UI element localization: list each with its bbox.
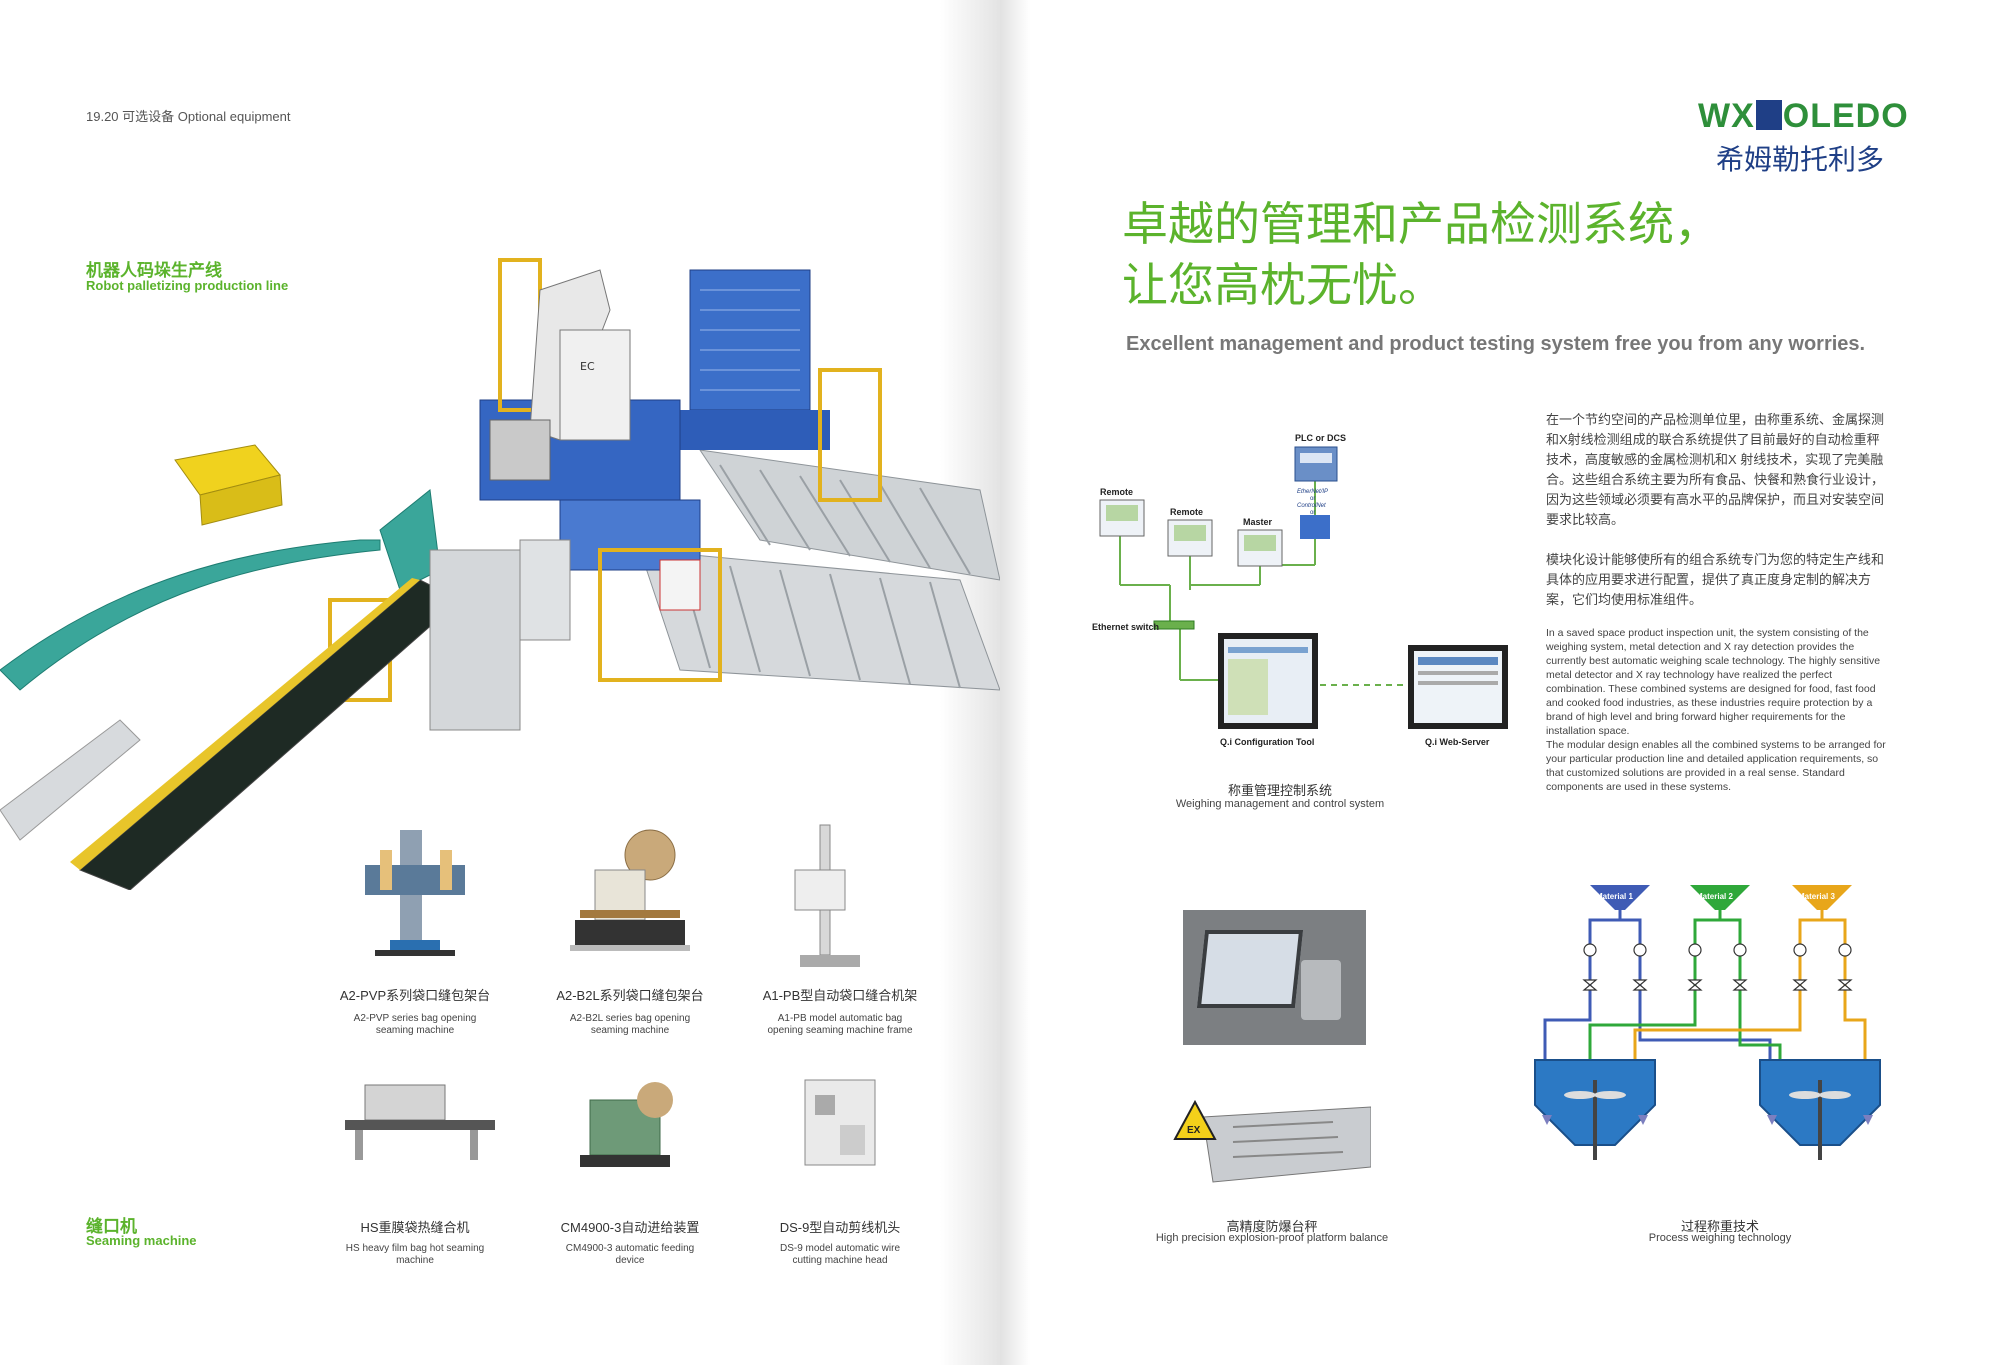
headline-line2: 让您高枕无忧。	[1122, 259, 1444, 311]
robot-title-cn: 机器人码垛生产线	[86, 261, 222, 280]
label-plc: PLC or DCS	[1295, 433, 1346, 443]
roller-conveyor	[639, 449, 1000, 691]
machine-image-cm4900	[560, 1060, 690, 1180]
machine-label-cn: HS重膜袋热缝合机	[360, 1220, 470, 1235]
machine-label-cn: A2-PVP系列袋口缝包架台	[339, 988, 491, 1003]
logo-t-icon	[1755, 100, 1782, 130]
platform-caption-en: High precision explosion-proof platform …	[1155, 1232, 1389, 1244]
diagram-caption-cn: 称重管理控制系统	[1227, 783, 1332, 798]
brand-logo: WX OLEDO 希姆勒托利多	[1698, 98, 1909, 178]
body-en-2: The modular design enables all the combi…	[1546, 739, 1886, 793]
terminal-photo	[1183, 910, 1366, 1045]
process-caption-en: Process weighing technology	[1648, 1232, 1792, 1244]
material-label: Material 3	[1798, 892, 1835, 901]
headline-en: Excellent management and product testing…	[1126, 333, 1866, 355]
network-diagram: Remote Remote Master PLC or DCS EtherNet…	[1092, 433, 1508, 747]
label-net-1: EtherNet/IP	[1297, 489, 1328, 495]
platform-caption-cn: 高精度防爆台秤	[1226, 1219, 1318, 1234]
body-en-1: In a saved space product inspection unit…	[1546, 627, 1881, 737]
page-gutter-shadow	[1000, 0, 1030, 1365]
label-remote-2: Remote	[1170, 507, 1203, 517]
logo-text-right: OLEDO	[1782, 97, 1909, 135]
machine-image-hs	[335, 1070, 495, 1170]
terminal-remote-2	[1167, 519, 1213, 557]
machine-label-en: CM4900-3 automatic feeding device	[565, 1243, 695, 1266]
label-web-server: Q.i Web-Server	[1425, 737, 1490, 747]
machine-label-en: HS heavy film bag hot seaming machine	[345, 1243, 485, 1266]
seaming-title-en: Seaming machine	[86, 1233, 197, 1248]
material-hopper-3	[1792, 885, 1852, 910]
machine-label-cn: A1-PB型自动袋口缝合机架	[762, 988, 918, 1003]
machine-label-cn: CM4900-3自动进给装置	[560, 1220, 700, 1235]
logo-cn: 希姆勒托利多	[1716, 144, 1885, 175]
machine-image-ds9	[785, 1065, 895, 1180]
machine-image-a2-b2l	[555, 810, 705, 980]
left-page: 19.20 可选设备 Optional equipment 机器人码垛生产线 R…	[0, 0, 1000, 1365]
label-net-2: ControlNet	[1297, 503, 1326, 509]
monitor-web-server	[1408, 645, 1508, 729]
robot-title-en: Robot palletizing production line	[86, 278, 289, 293]
ex-warning-icon	[1173, 1099, 1217, 1140]
plc-unit	[1294, 446, 1338, 539]
machine-image-a2-pvp	[330, 810, 500, 980]
section-header: 19.20 可选设备 Optional equipment	[86, 109, 291, 124]
label-ethernet-switch: Ethernet switch	[1092, 622, 1159, 632]
machine-label-cn: A2-B2L系列袋口缝包架台	[556, 988, 704, 1003]
body-cn-1: 在一个节约空间的产品检测单位里，由称重系统、金属探测和X射线检测组成的联合系统提…	[1546, 412, 1885, 527]
control-cabinet	[429, 549, 521, 731]
diagram-caption-en: Weighing management and control system	[1175, 798, 1385, 810]
seaming-title-cn: 缝口机	[86, 1217, 137, 1236]
machine-label-en: A1-PB model automatic bag opening seamin…	[767, 1013, 913, 1036]
feed-pipe	[0, 539, 381, 691]
material-hopper-1	[1590, 885, 1650, 910]
bag-feeder	[174, 444, 283, 526]
machine-image-a1-pb	[765, 810, 885, 980]
ex-label: EX	[1187, 1125, 1201, 1136]
label-config-tool: Q.i Configuration Tool	[1220, 737, 1314, 747]
material-label: Material 1	[1596, 892, 1633, 901]
process-caption-cn: 过程称重技术	[1680, 1219, 1759, 1234]
label-or-1: or	[1310, 496, 1315, 502]
platform-balance-photo: EX	[1173, 1097, 1372, 1187]
material-label: Material 2	[1696, 892, 1733, 901]
machine-label-cn: DS-9型自动剪线机头	[779, 1220, 901, 1235]
terminal-remote-1	[1099, 499, 1145, 537]
mixing-tank-2	[1759, 1059, 1881, 1160]
machine-label-en: DS-9 model automatic wire cutting machin…	[779, 1243, 901, 1266]
label-or-2: or	[1310, 510, 1315, 516]
machine-label-en: A2-PVP series bag opening seaming machin…	[353, 1013, 477, 1036]
mixing-tank-1	[1534, 1059, 1656, 1160]
logo-text-left: WX	[1698, 97, 1755, 135]
robot-arm: EC	[489, 269, 631, 481]
warning-sign	[659, 559, 701, 611]
ethernet-switch-icon	[1153, 620, 1195, 630]
terminal-master	[1237, 529, 1283, 567]
label-remote-1: Remote	[1100, 487, 1133, 497]
machine-label-en: A2-B2L series bag opening seaming machin…	[569, 1013, 691, 1036]
label-master: Master	[1243, 517, 1273, 527]
belt-conveyor	[0, 578, 461, 890]
material-hopper-2	[1690, 885, 1750, 910]
monitor-config-tool	[1218, 633, 1318, 729]
headline-line1: 卓越的管理和产品检测系统，	[1122, 198, 1720, 250]
valve-icons	[1582, 943, 1853, 991]
process-weighing-diagram: Material 1 Material 2 Material 3	[1534, 885, 1881, 1160]
svg-text:EC: EC	[580, 360, 595, 373]
body-cn-2: 模块化设计能够使所有的组合系统专门为您的特定生产线和具体的应用要求进行配置，提供…	[1546, 552, 1885, 607]
palletizing-line-illustration: EC	[0, 258, 1000, 890]
right-page: WX OLEDO 希姆勒托利多 卓越的管理和产品检测系统， 让您高枕无忧。 Exc…	[1000, 0, 2000, 1365]
